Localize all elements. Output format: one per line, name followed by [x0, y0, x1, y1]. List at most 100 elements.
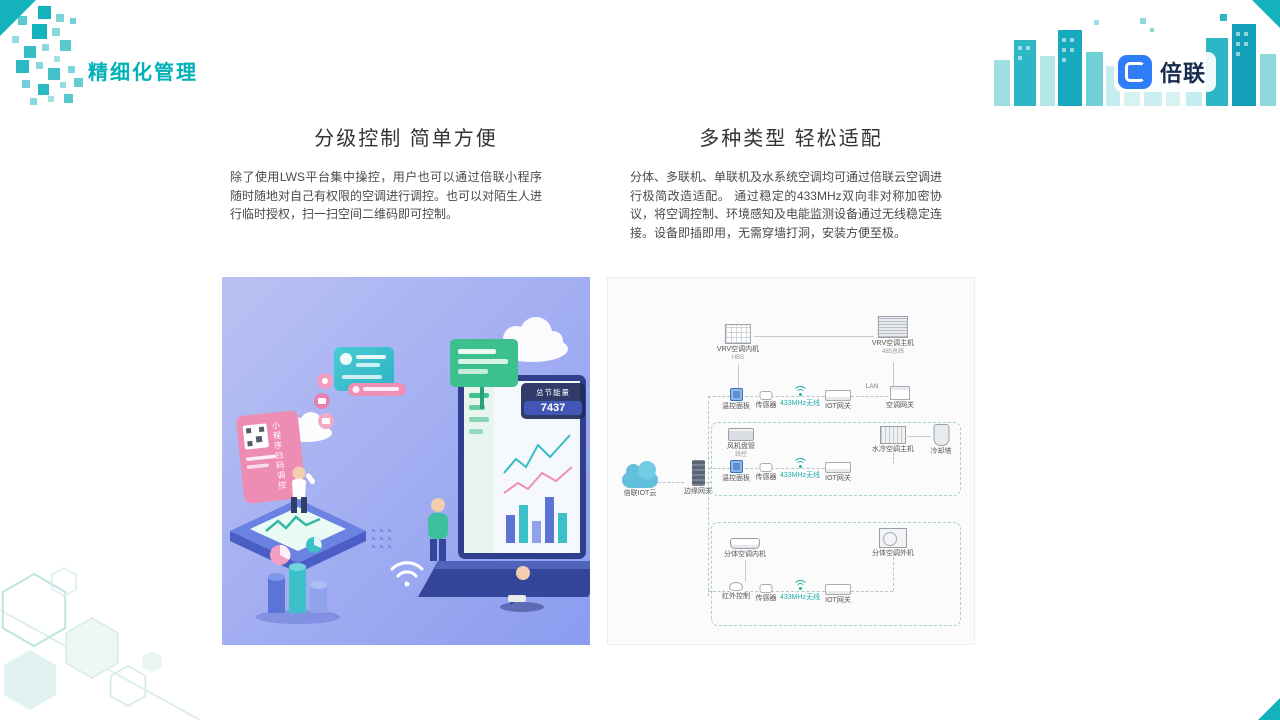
iot-gateway-icon [825, 584, 851, 595]
energy-stat-value: 7437 [524, 401, 582, 415]
fancoil-label: 风机盘管 [727, 443, 755, 450]
chiller-icon [880, 426, 906, 444]
vrv-outdoor-label: VRV空调主机 [871, 340, 915, 347]
qr-card [236, 410, 306, 504]
sensor-label: 传感器 [755, 402, 777, 409]
split-group-box [711, 522, 961, 626]
wifi-symbol [390, 561, 424, 587]
person-on-tablet [291, 466, 315, 513]
line-outdoor-down [893, 362, 894, 388]
sensor-label: 传感器 [755, 595, 777, 602]
person-sitting [500, 566, 544, 612]
vrv-outdoor-bus-label: 485总线 [881, 349, 904, 356]
logo-icon [1117, 55, 1152, 89]
green-sign [450, 339, 518, 409]
node-chiller: 水冷空调主机 [872, 426, 914, 454]
node-iot-gateway-3: IOT网关 [825, 584, 851, 605]
split-outdoor-icon [879, 528, 907, 548]
node-sensor-3: 传感器 [756, 584, 777, 603]
cloud-icon [622, 461, 658, 488]
laptop [418, 375, 590, 597]
right-body-text: 分体、多联机、单联机及水系统空调均可通过倍联云空调进行极简改造适配。 通过稳定的… [630, 170, 943, 240]
cooling-tower-icon [933, 424, 949, 446]
line-spine [708, 396, 709, 596]
thermostat-label: 温控面板 [722, 403, 750, 410]
line-indoor-outdoor [754, 336, 874, 337]
node-wireless-2: 433MHz无线 [780, 458, 820, 480]
wireless-label: 433MHz无线 [779, 400, 821, 407]
iot-gateway-label: IOT网关 [825, 597, 851, 604]
logo-glyph-icon [1124, 62, 1145, 82]
line-vrv-down [738, 364, 739, 388]
node-vrv-outdoor: VRV空调主机 485总线 [872, 316, 914, 357]
line-row1 [745, 396, 830, 397]
left-heading: 分级控制 简单方便 [314, 128, 498, 150]
node-sensor-1: 传感器 [756, 391, 777, 410]
chart-cylinders [256, 537, 340, 624]
vrv-outdoor-unit-icon [878, 316, 908, 338]
node-iot-gateway-2: IOT网关 [825, 462, 851, 483]
decor-corner-bottom-right [1258, 698, 1280, 720]
lan-label: LAN [865, 383, 879, 390]
line-cloud-gateway [658, 482, 684, 483]
line-stub2 [708, 468, 730, 469]
line-row3 [745, 591, 830, 592]
ir-controller-label: 红外控制 [722, 593, 750, 600]
split-indoor-label: 分体空调内机 [724, 551, 766, 558]
iot-gateway-icon [825, 462, 851, 473]
notify-chip [348, 383, 406, 396]
iot-gateway-icon [825, 390, 851, 401]
node-ir-controller: 红外控制 [722, 582, 750, 601]
wireless-label: 433MHz无线 [779, 594, 821, 601]
line-chiller-tower [907, 436, 931, 437]
wifi-icon [792, 386, 808, 398]
node-lan-label: LAN [866, 381, 879, 391]
left-body-text: 除了使用LWS平台集中操控，用户也可以通过倍联小程序随时随地对自己有权限的空调进… [230, 170, 543, 222]
logo: 倍联 [1113, 52, 1216, 92]
tag-icons [314, 373, 334, 429]
left-illustration: 小程序扫码调控 总节能量 7437 [222, 277, 590, 645]
split-outdoor-label: 分体空调外机 [872, 550, 914, 557]
isometric-illustration-art [222, 277, 590, 645]
node-wireless-1: 433MHz无线 [780, 386, 820, 408]
fancoil-group-box [711, 422, 961, 496]
fancoil-unit-icon [728, 428, 754, 441]
node-thermostat-1: 温控面板 [722, 388, 750, 411]
chat-card [334, 347, 394, 391]
node-vrv-indoor: VRV空调内机 HBS [717, 324, 759, 363]
node-sensor-2: 传感器 [756, 463, 777, 482]
node-split-indoor: 分体空调内机 [724, 538, 766, 559]
iot-gateway-label: IOT网关 [825, 403, 851, 410]
wireless-label: 433MHz无线 [779, 472, 821, 479]
right-diagram: VRV空调内机 HBS VRV空调主机 485总线 温控面板 传感器 433MH… [607, 277, 975, 645]
line-splitout-down [893, 552, 894, 591]
vrv-indoor-bus-label: HBS [731, 355, 745, 362]
node-cooling-tower: 冷却塔 [931, 424, 952, 456]
node-ac-gateway: 空调网关 [886, 386, 914, 410]
chiller-label: 水冷空调主机 [872, 446, 914, 453]
logo-text: 倍联 [1159, 61, 1206, 86]
line-row1-lan [851, 396, 893, 397]
node-fancoil: 风机盘管 线控 [727, 428, 755, 460]
line-gateway-spine [706, 482, 712, 483]
line-row3-out [851, 591, 893, 592]
line-chiller-down [893, 448, 894, 464]
energy-stat-label: 总节能量 [536, 388, 570, 397]
line-split-down [745, 560, 746, 582]
iot-gateway-label: IOT网关 [825, 475, 851, 482]
thermostat-label: 温控面板 [722, 475, 750, 482]
line-stub1 [708, 396, 730, 397]
split-indoor-icon [730, 538, 760, 549]
node-thermostat-2: 温控面板 [722, 460, 750, 483]
ac-gateway-icon [890, 386, 910, 400]
sensor-icon [759, 391, 773, 400]
thermostat-icon [729, 388, 743, 401]
page-title: 精细化管理 [88, 62, 198, 84]
energy-stat-badge: 总节能量 7437 [521, 383, 585, 419]
sensor-label: 传感器 [755, 474, 777, 481]
right-heading: 多种类型 轻松适配 [699, 128, 883, 150]
cloud-label: 倍联IOT云 [623, 490, 657, 497]
decor-corner-top-right [1252, 0, 1280, 28]
decor-pixel-mosaic [12, 6, 83, 105]
cooling-tower-label: 冷却塔 [930, 448, 952, 455]
